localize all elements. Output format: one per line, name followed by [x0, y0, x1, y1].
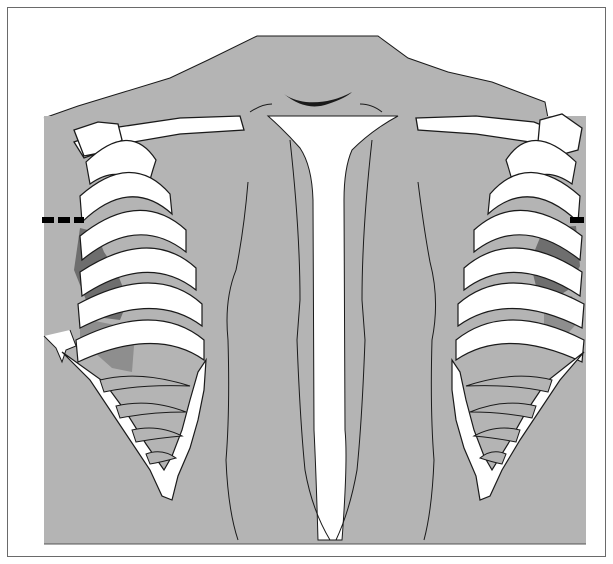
marker-left-dash-2: [58, 217, 70, 223]
marker-left-dash-3: [74, 217, 84, 223]
marker-right-dash-1: [570, 217, 584, 223]
marker-left: [42, 217, 84, 223]
marker-right: [570, 217, 584, 223]
marker-left-dash-1: [42, 217, 54, 223]
neck-shoulder-silhouette: [44, 36, 548, 118]
